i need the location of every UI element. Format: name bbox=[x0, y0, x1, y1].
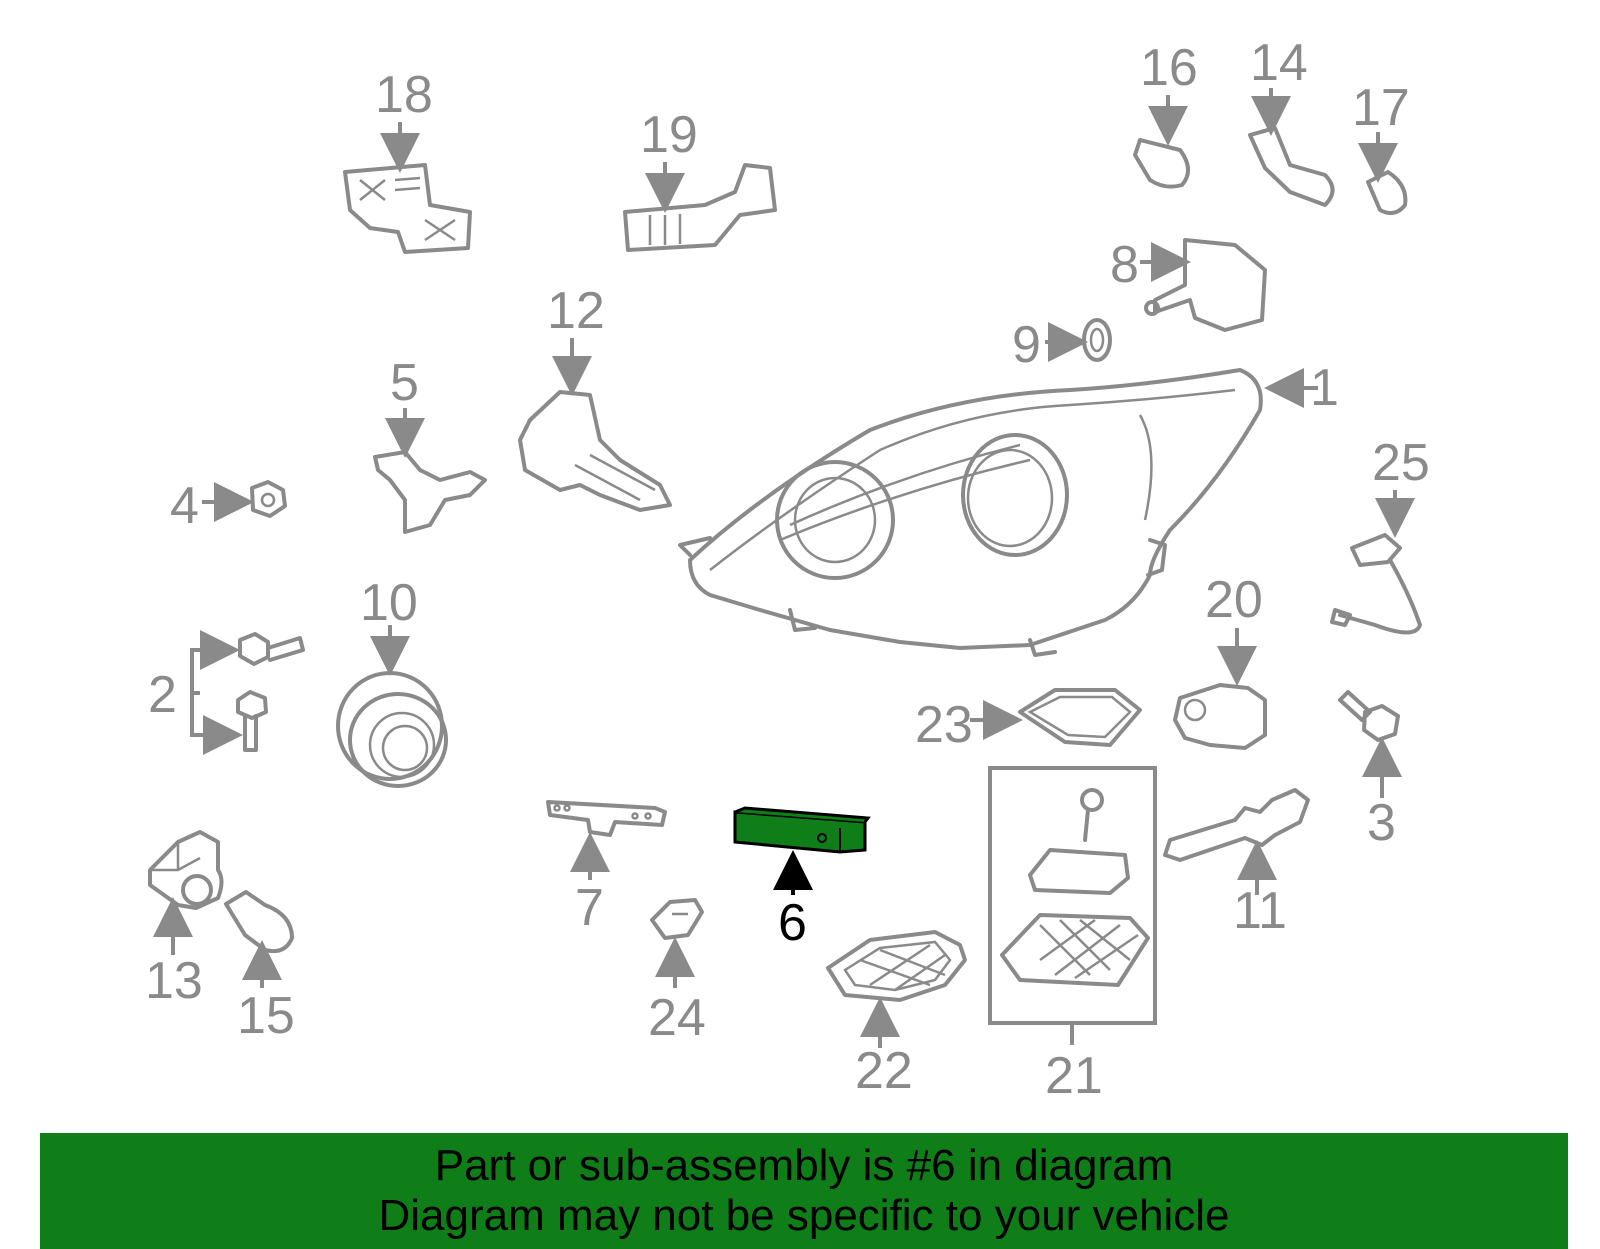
part-label-1: 1 bbox=[1310, 359, 1339, 417]
part-17-bulb[interactable]: 17 bbox=[1352, 79, 1410, 216]
part-10-cap[interactable]: 10 bbox=[336, 574, 448, 788]
part-label-5: 5 bbox=[390, 354, 419, 412]
part-25-wire-harness[interactable]: 25 bbox=[1330, 434, 1430, 635]
part-label-4: 4 bbox=[170, 477, 199, 535]
part-label-10: 10 bbox=[360, 574, 418, 632]
part-24-connector[interactable]: 24 bbox=[648, 898, 706, 1047]
part-label-21: 21 bbox=[1045, 1047, 1103, 1105]
part-6-highlighted[interactable]: 6 bbox=[733, 806, 871, 952]
part-label-25: 25 bbox=[1372, 434, 1430, 492]
info-banner: Part or sub-assembly is #6 in diagram Di… bbox=[40, 1133, 1568, 1249]
part-23-gasket[interactable]: 23 bbox=[915, 688, 1142, 754]
parts-diagram: 18 19 16 14 17 8 9 bbox=[145, 34, 1430, 1105]
part-8-bulb[interactable]: 8 bbox=[1110, 236, 1267, 332]
part-label-12: 12 bbox=[547, 282, 605, 340]
part-21-ballast-assembly[interactable]: 21 bbox=[988, 766, 1157, 1105]
part-label-23: 23 bbox=[915, 696, 973, 754]
part-label-14: 14 bbox=[1250, 34, 1308, 92]
part-label-16: 16 bbox=[1140, 39, 1198, 97]
part-label-22: 22 bbox=[855, 1042, 913, 1100]
part-label-18: 18 bbox=[375, 66, 433, 124]
part-label-6: 6 bbox=[778, 894, 807, 952]
part-7-bracket[interactable]: 7 bbox=[546, 800, 667, 937]
part-label-15: 15 bbox=[237, 987, 295, 1045]
part-9-gasket[interactable]: 9 bbox=[1012, 316, 1112, 374]
part-4-nut[interactable]: 4 bbox=[170, 477, 287, 535]
part-14-bulb[interactable]: 14 bbox=[1248, 34, 1335, 207]
part-label-8: 8 bbox=[1110, 236, 1139, 294]
part-label-3: 3 bbox=[1367, 794, 1396, 852]
part-5-bracket[interactable]: 5 bbox=[373, 354, 487, 534]
part-label-20: 20 bbox=[1205, 571, 1263, 629]
part-label-17: 17 bbox=[1352, 79, 1410, 137]
part-label-7: 7 bbox=[575, 879, 604, 937]
part-22-cover[interactable]: 22 bbox=[826, 930, 967, 1100]
part-label-2: 2 bbox=[148, 666, 177, 724]
part-13-socket[interactable]: 13 bbox=[145, 830, 224, 1010]
part-19-bracket[interactable]: 19 bbox=[623, 106, 777, 252]
part-2-bolts[interactable]: 2 bbox=[148, 630, 305, 755]
part-1-headlamp-assembly[interactable]: 1 bbox=[678, 359, 1339, 657]
part-11-hid-bulb[interactable]: 11 bbox=[1163, 788, 1310, 940]
part-16-bulb[interactable]: 16 bbox=[1133, 39, 1198, 189]
banner-line-2: Diagram may not be specific to your vehi… bbox=[378, 1191, 1230, 1240]
part-label-19: 19 bbox=[640, 106, 698, 164]
part-15-bulb[interactable]: 15 bbox=[224, 890, 295, 1045]
part-label-13: 13 bbox=[145, 952, 203, 1010]
part-12-bulb[interactable]: 12 bbox=[518, 282, 672, 512]
part-label-24: 24 bbox=[648, 989, 706, 1047]
part-label-11: 11 bbox=[1233, 882, 1287, 940]
part-18-bracket[interactable]: 18 bbox=[343, 66, 472, 254]
part-20-actuator[interactable]: 20 bbox=[1173, 571, 1267, 750]
part-label-9: 9 bbox=[1012, 316, 1041, 374]
banner-line-1: Part or sub-assembly is #6 in diagram bbox=[434, 1141, 1174, 1190]
part-3-bolt[interactable]: 3 bbox=[1338, 690, 1402, 852]
